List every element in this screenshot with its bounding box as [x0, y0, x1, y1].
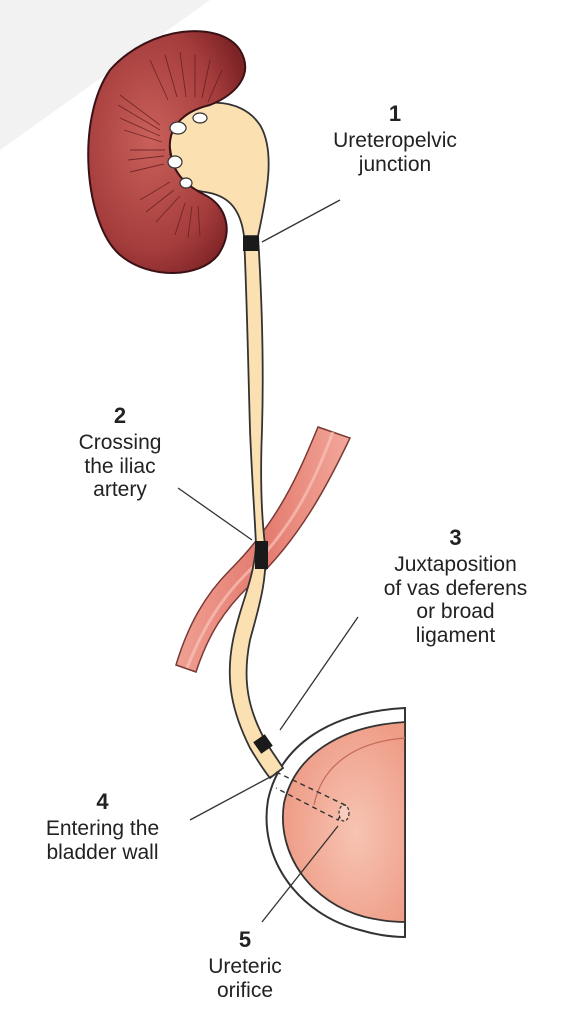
label-number-3: 3 — [348, 526, 563, 551]
label-text-4: Entering the bladder wall — [10, 817, 195, 864]
label-text-3: Juxtaposition of vas deferens or broad l… — [348, 553, 563, 648]
label-text-1: Ureteropelvic junction — [290, 129, 500, 176]
narrowing-ureteropelvic-junction — [243, 236, 259, 251]
label-ureteropelvic-junction: 1 Ureteropelvic junction — [290, 102, 500, 176]
ureter — [230, 236, 283, 778]
label-number-2: 2 — [40, 404, 200, 429]
label-number-1: 1 — [290, 102, 500, 127]
label-vas-deferens: 3 Juxtaposition of vas deferens or broad… — [348, 526, 563, 648]
label-number-4: 4 — [10, 790, 195, 815]
label-number-5: 5 — [170, 928, 320, 953]
ureteric-orifice — [339, 805, 349, 821]
label-ureteric-orifice: 5 Ureteric orifice — [170, 928, 320, 1002]
label-text-2: Crossing the iliac artery — [40, 431, 200, 502]
narrowing-iliac-crossing — [255, 541, 268, 569]
label-bladder-wall: 4 Entering the bladder wall — [10, 790, 195, 864]
label-text-5: Ureteric orifice — [170, 955, 320, 1002]
label-iliac-artery-crossing: 2 Crossing the iliac artery — [40, 404, 200, 502]
